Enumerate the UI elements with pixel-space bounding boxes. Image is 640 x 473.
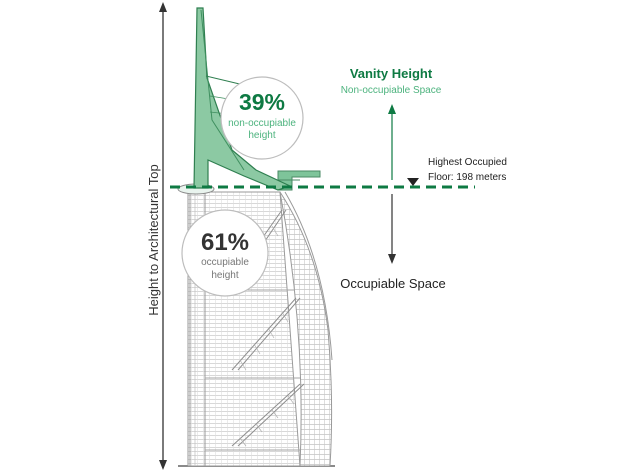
occupiable-percent: 61%: [201, 229, 249, 256]
height-axis: [159, 2, 167, 470]
floor-marker-icon: [407, 178, 419, 186]
non-occupiable-line1: non-occupiable: [228, 118, 296, 129]
occupiable-badge: 61% occupiable height: [181, 209, 269, 297]
highest-floor-line1: Highest Occupied: [428, 157, 507, 168]
axis-label: Height to Architectural Top: [146, 164, 161, 316]
occupiable-space-label: Occupiable Space: [340, 276, 446, 291]
highest-floor-line2: Floor: 198 meters: [428, 172, 506, 183]
non-occupiable-line2: height: [248, 130, 275, 141]
axis-arrow-down-icon: [159, 460, 167, 470]
vanity-arrow-up-icon: [388, 104, 396, 114]
occupiable-arrow-down-icon: [388, 254, 396, 264]
occupiable-line2: height: [211, 270, 238, 281]
axis-arrow-up-icon: [159, 2, 167, 12]
non-occupiable-percent: 39%: [239, 89, 285, 115]
vanity-subtitle: Non-occupiable Space: [341, 85, 442, 96]
vanity-arrow: [388, 104, 396, 180]
occupiable-line1: occupiable: [201, 257, 249, 268]
non-occupiable-badge: 39% non-occupiable height: [220, 76, 304, 160]
vanity-title: Vanity Height: [350, 66, 433, 81]
occupiable-arrow: [388, 194, 396, 264]
